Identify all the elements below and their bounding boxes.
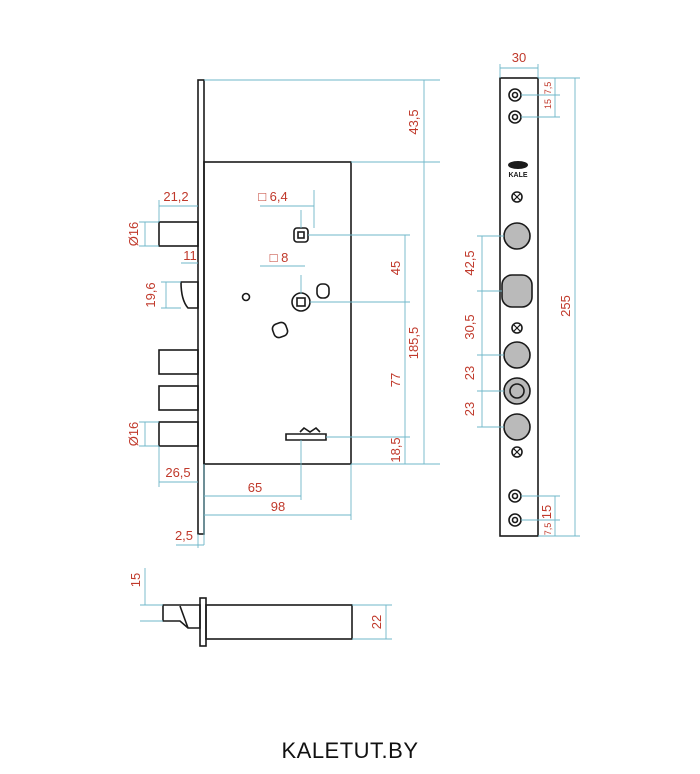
bolt-mid-1 [158,349,199,375]
label-strip-23-a: 23 [462,366,477,380]
faceplate-strip [499,77,539,537]
label-square-mid: □ 8 [270,250,289,265]
label-strip-total: 255 [558,295,573,317]
label-bolt-diameter-bottom: Ø16 [126,422,141,447]
label-top-offset: 43,5 [406,109,421,134]
strip-dimension-lines [477,64,580,537]
strip-logo: KALE [508,161,528,179]
label-cylinder-distance: 77 [388,373,403,387]
label-case-depth: 98 [271,499,285,514]
label-side-15: 15 [128,573,143,587]
strip-screw-hole-4 [508,513,522,527]
label-bottom-offset: 18,5 [388,437,403,462]
side-dimension-lines [140,568,392,640]
strip-screw-hole-3 [508,489,522,503]
strip-hole-latch [501,274,533,308]
label-bolt-length: 21,2 [163,189,188,204]
cylinder-keyhole [285,426,327,441]
strip-hole-bolt-1 [503,222,531,250]
label-bolt-diameter-top: Ø16 [126,222,141,247]
strip-screw-hole-2 [508,110,522,124]
label-square-top: □ 6,4 [258,189,288,204]
dimension-labels: 21,2 Ø16 11 19,6 Ø16 26,5 2,5 65 98 □ 6,… [126,50,573,629]
bolt-bottom [158,421,199,447]
footer-brand: KALETUT.BY [281,738,418,763]
strip-hole-bolt-2 [503,341,531,369]
label-strip-top-15: 15 [543,99,553,109]
label-strip-bottom-15: 15 [539,505,554,519]
label-strip-42-5: 42,5 [462,250,477,275]
side-case [205,604,353,640]
label-strip-bottom-7-5: 7,5 [543,523,553,536]
bolt-mid-2 [158,385,199,411]
label-strip-23-b: 23 [462,402,477,416]
strip-hole-bolt-3 [503,377,531,405]
small-hole [241,292,251,302]
label-strip-30-5: 30,5 [462,314,477,339]
label-faceplate-thickness: 2,5 [175,528,193,543]
bolt-top [158,221,199,247]
strip-hole-bolt-4 [503,413,531,441]
label-strip-width: 30 [512,50,526,65]
spindle-square-top [293,227,309,243]
lock-side-view [162,597,353,647]
spindle-square-top-inner [297,231,305,239]
strip-screw-3 [511,446,523,458]
label-latch-width: 11 [183,248,197,263]
label-case-height: 185,5 [406,327,421,360]
label-latch-height: 19,6 [143,282,158,307]
label-side-22: 22 [369,615,384,629]
label-bolt-bottom-length: 26,5 [165,465,190,480]
label-backset-handle: 65 [248,480,262,495]
label-strip-top-7-5: 7,5 [543,82,553,95]
faceplate [197,79,205,535]
slot-hole-bottom [271,321,289,339]
strip-screw-hole-1 [508,88,522,102]
side-faceplate [199,597,207,647]
strip-screw-1 [511,191,523,203]
slot-hole-top [316,283,330,299]
latch [180,281,199,309]
strip-outline [499,77,539,537]
lock-case [203,161,352,465]
spindle-hub-mid [291,292,311,312]
strip-screw-cross-marks [513,193,521,456]
svg-text:KALE: KALE [508,172,527,179]
spindle-square-mid [296,297,306,307]
label-spindle-spacing: 45 [388,261,403,275]
main-dimension-lines [139,79,440,548]
strip-screw-2 [511,322,523,334]
